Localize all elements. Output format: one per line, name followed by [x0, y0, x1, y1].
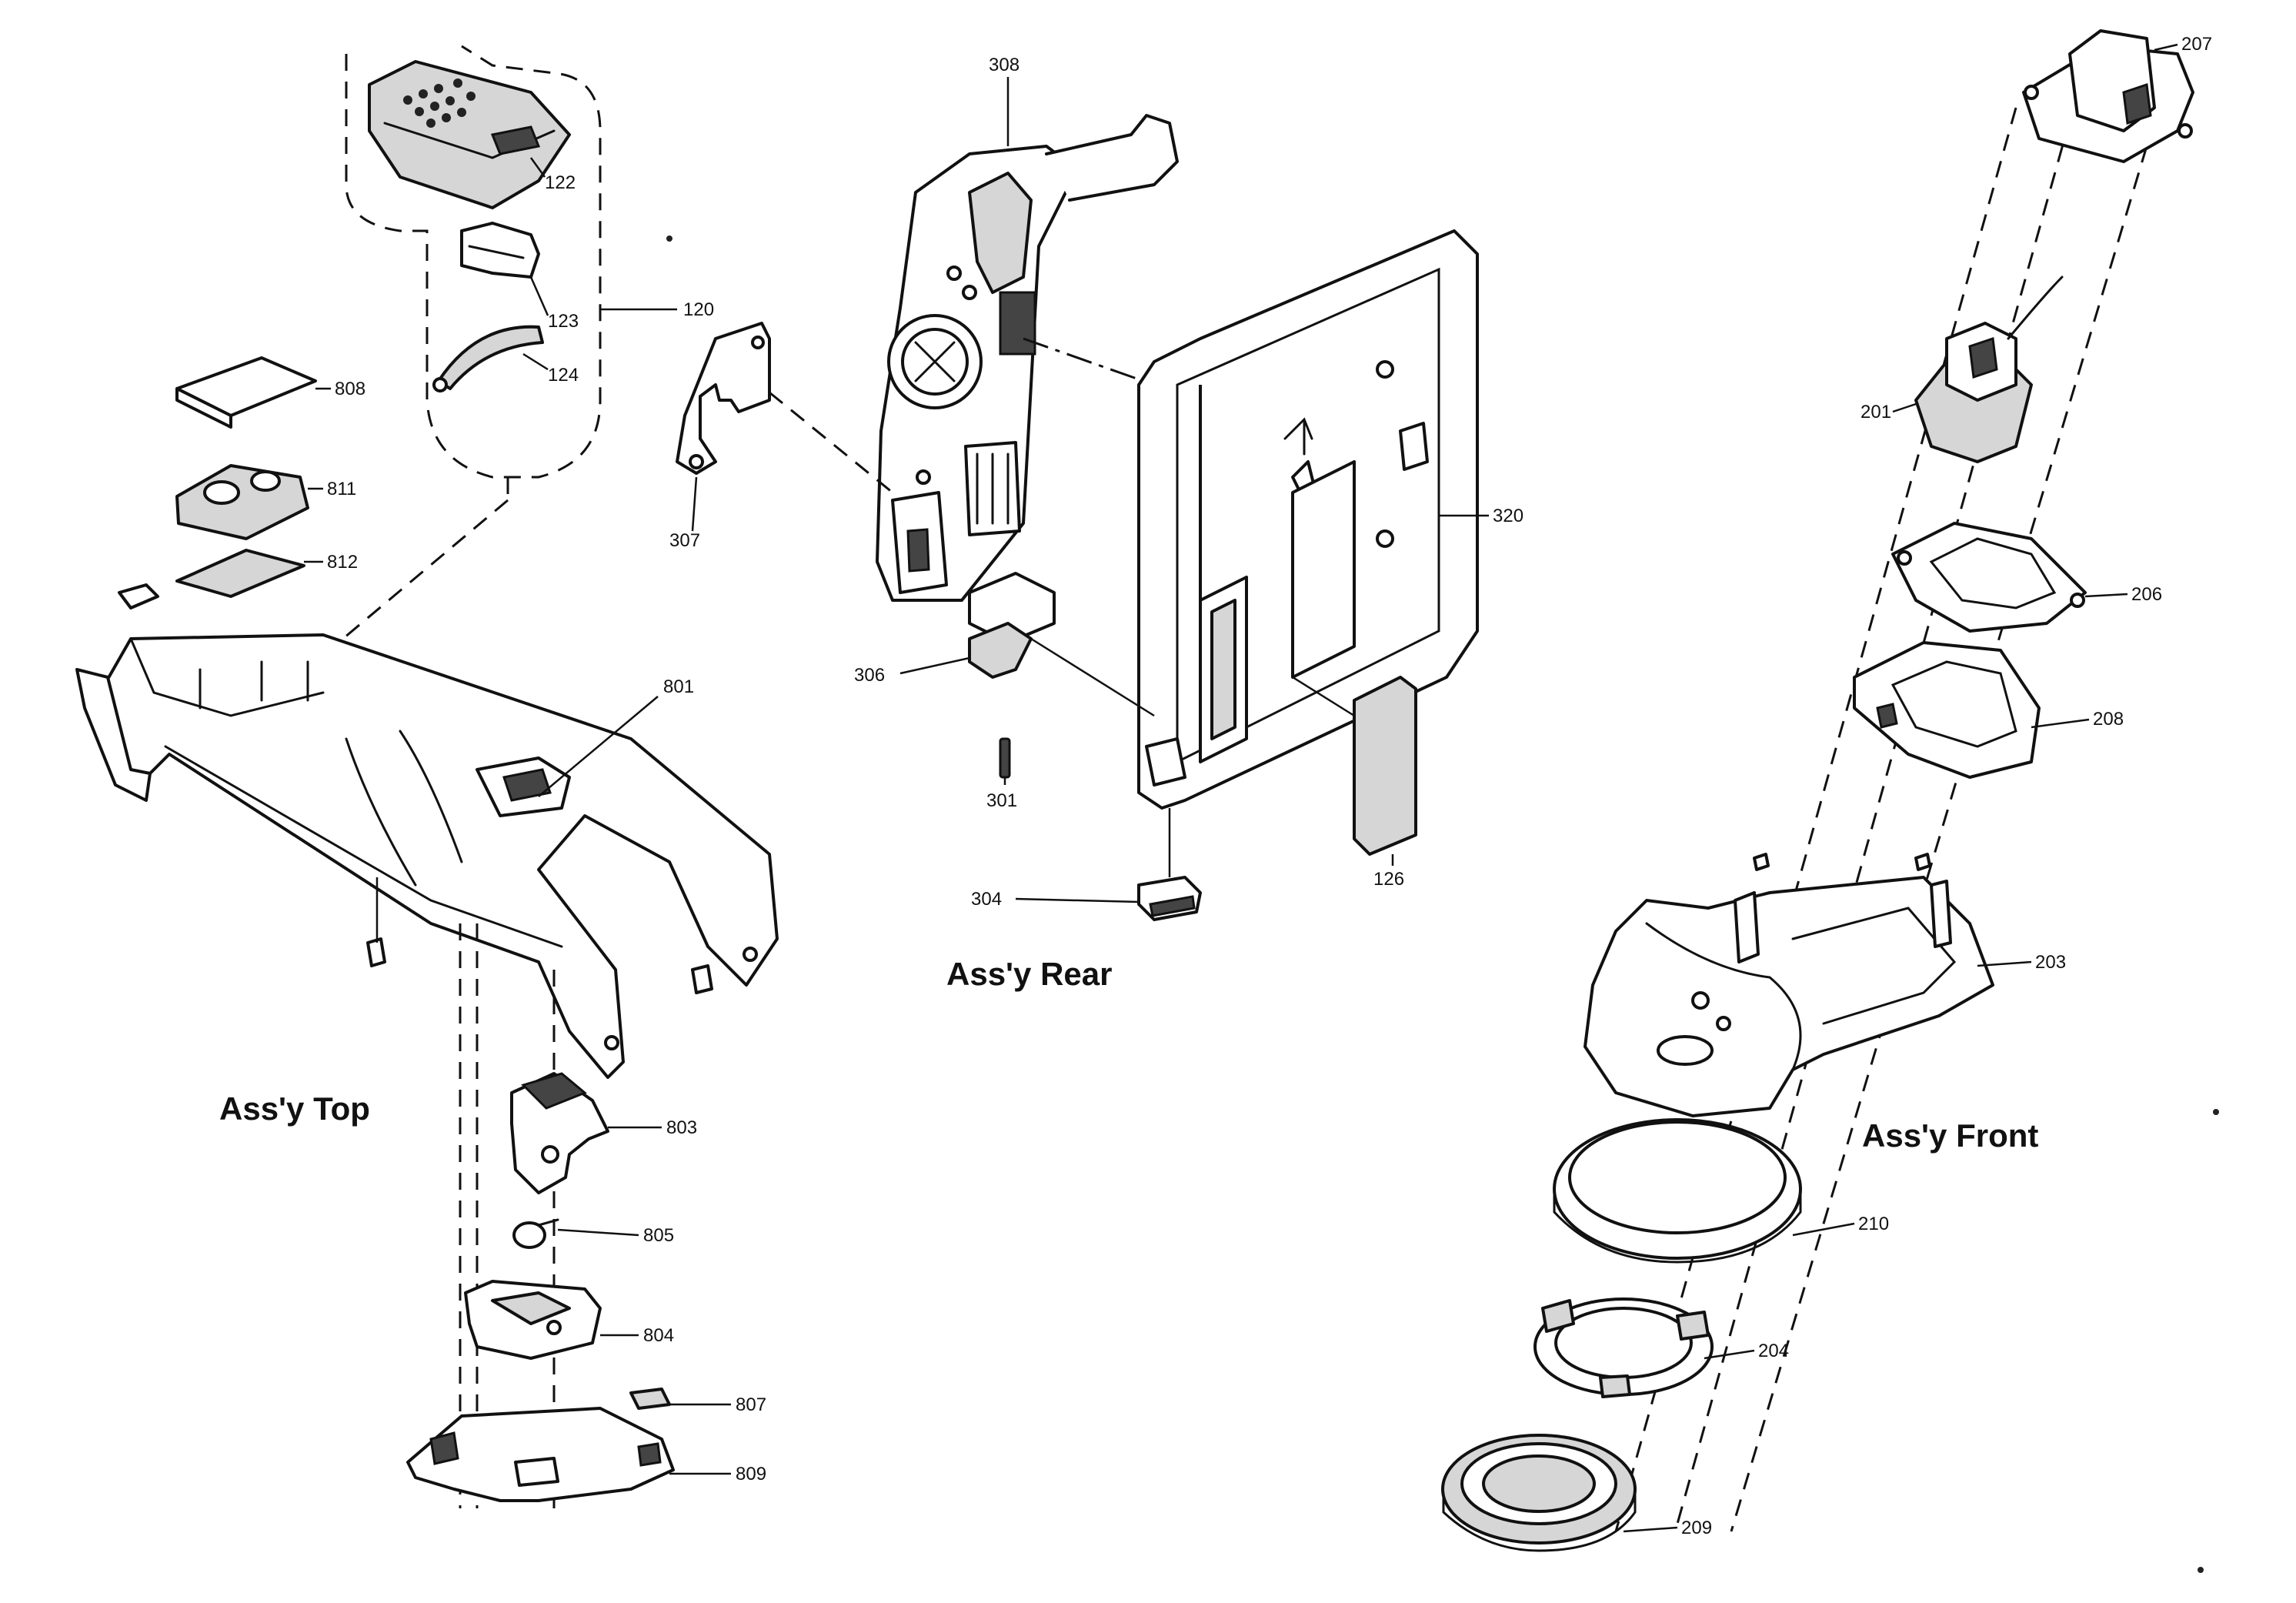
callout-301: 301	[986, 790, 1017, 811]
part-204-retainer	[1533, 1297, 1714, 1398]
assembly-front: 207 201 206 208	[1441, 29, 2212, 1552]
callout-126: 126	[1373, 869, 1404, 890]
callout-207: 207	[2181, 34, 2212, 55]
callout-320: 320	[1493, 506, 1523, 526]
callout-209: 209	[1681, 1518, 1712, 1538]
callout-208: 208	[2093, 709, 2124, 730]
title-assy-top: Ass'y Top	[219, 1090, 370, 1127]
callout-801: 801	[663, 676, 694, 697]
speck	[2213, 1109, 2219, 1115]
part-301-screw	[999, 737, 1011, 779]
part-124-leaf-spring	[432, 325, 544, 392]
part-122-cover	[368, 60, 571, 209]
part-201-prism	[1914, 276, 2064, 463]
part-210-ring	[1553, 1118, 1802, 1264]
callout-805: 805	[643, 1225, 674, 1246]
callout-804: 804	[643, 1325, 674, 1346]
part-808-plate	[175, 356, 317, 429]
callout-811: 811	[327, 479, 356, 499]
callout-120: 120	[683, 299, 714, 320]
part-126-label	[1353, 676, 1417, 856]
part-812-sheet	[175, 549, 305, 598]
callout-204: 204	[1758, 1341, 1789, 1361]
part-807-pad	[629, 1388, 671, 1410]
part-203-front-housing	[1584, 853, 1994, 1117]
part-306-slider	[968, 572, 1056, 679]
title-assy-front: Ass'y Front	[1862, 1117, 2038, 1154]
callout-308: 308	[989, 55, 1020, 75]
part-811-window	[175, 464, 309, 540]
callout-807: 807	[736, 1394, 766, 1415]
part-304-latch	[1137, 876, 1202, 921]
part-801-top-cover	[75, 633, 779, 1079]
part-308-control-board	[876, 114, 1179, 602]
part-nut-a	[366, 937, 386, 967]
part-804-switch-base	[464, 1280, 602, 1360]
group-120-outline	[345, 45, 602, 479]
callout-122: 122	[545, 172, 576, 193]
part-208-frame	[1853, 641, 2041, 779]
assembly-rear: 308 307 320	[669, 55, 1523, 992]
speck	[2198, 1567, 2204, 1573]
part-809-pcb	[406, 1407, 675, 1502]
assembly-top: 122 123 124 120 808 81	[75, 45, 779, 1508]
part-320-rear-frame	[1137, 229, 1479, 810]
callout-803: 803	[666, 1117, 697, 1138]
callout-206: 206	[2131, 584, 2162, 605]
part-209-lens-ring	[1441, 1434, 1637, 1552]
callout-124: 124	[548, 365, 579, 386]
callout-210: 210	[1858, 1214, 1889, 1234]
part-805-spring	[512, 1218, 559, 1249]
callout-306: 306	[854, 665, 885, 686]
speck	[666, 235, 672, 242]
part-207-block	[2022, 29, 2194, 163]
callout-304: 304	[971, 889, 1002, 910]
part-206-frame	[1891, 522, 2087, 633]
part-small-clip	[118, 583, 159, 609]
callout-123: 123	[548, 311, 579, 332]
title-assy-rear: Ass'y Rear	[946, 956, 1112, 992]
callout-809: 809	[736, 1464, 766, 1484]
callout-808: 808	[335, 379, 365, 399]
part-123-bracket	[460, 222, 540, 279]
part-803-switch-housing	[510, 1072, 609, 1194]
callout-812: 812	[327, 552, 358, 573]
callout-201: 201	[1860, 402, 1891, 422]
part-307-bracket	[676, 322, 771, 475]
part-nut-b	[691, 964, 713, 994]
callout-203: 203	[2035, 952, 2066, 973]
callout-307: 307	[669, 530, 700, 551]
